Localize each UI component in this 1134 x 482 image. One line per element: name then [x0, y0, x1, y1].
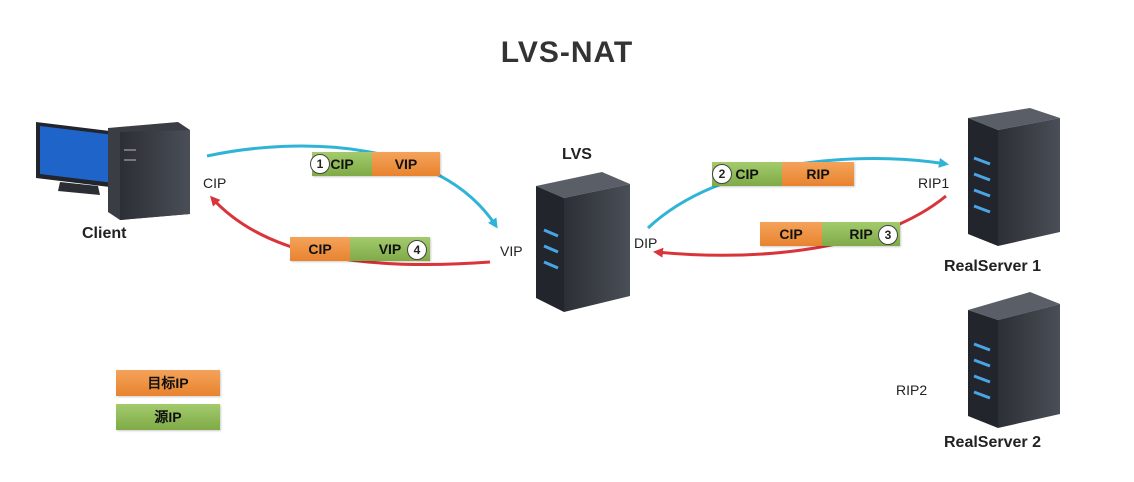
packet-destination-ip: CIP — [290, 237, 350, 261]
client-label: Client — [82, 225, 127, 242]
realserver1-icon — [968, 108, 1060, 246]
client-computer-icon — [36, 122, 190, 220]
legend-destination-ip: 目标IP — [116, 370, 220, 396]
step-number-badge: 1 — [310, 154, 330, 174]
lvs-server-icon — [536, 172, 630, 312]
step-number-badge: 3 — [878, 225, 898, 245]
vip-label: VIP — [500, 243, 523, 259]
rip1-label: RIP1 — [918, 175, 950, 191]
dip-label: DIP — [634, 235, 658, 251]
packet-step-1: CIP VIP — [312, 152, 440, 176]
realserver2-label: RealServer 2 — [944, 434, 1041, 451]
step-number-badge: 4 — [407, 240, 427, 260]
rip2-label: RIP2 — [896, 382, 928, 398]
step-number-badge: 2 — [712, 164, 732, 184]
packet-destination-ip: VIP — [372, 152, 440, 176]
legend-source-ip: 源IP — [116, 404, 220, 430]
cip-label: CIP — [203, 175, 227, 191]
arrow-client-to-lvs — [206, 144, 498, 229]
packet-step-2: CIP RIP — [712, 162, 854, 186]
arrow-realserver-to-lvs — [653, 194, 947, 258]
packet-destination-ip: RIP — [782, 162, 854, 186]
lvs-label: LVS — [562, 146, 592, 163]
realserver1-label: RealServer 1 — [944, 258, 1041, 275]
packet-destination-ip: CIP — [760, 222, 822, 246]
diagram-title: LVS-NAT — [500, 36, 634, 69]
realserver2-icon — [968, 292, 1060, 428]
